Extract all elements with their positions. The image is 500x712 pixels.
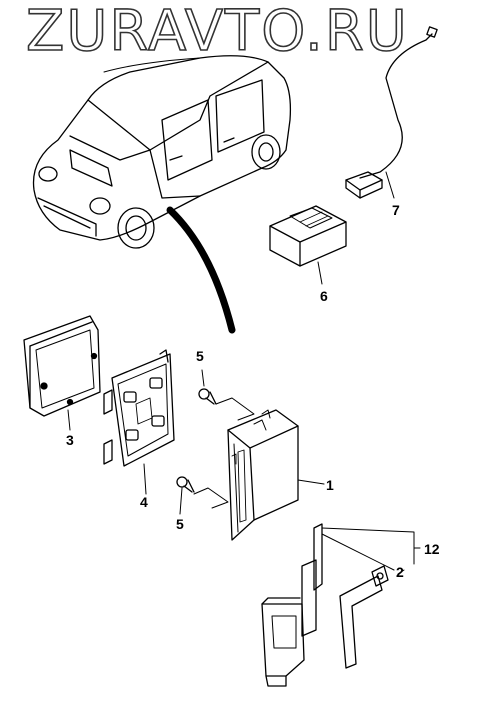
cable-run <box>166 206 236 334</box>
car-illustration <box>32 55 292 249</box>
part-12-bracket-assembly <box>261 523 389 687</box>
callout-leaders <box>67 171 421 575</box>
callout-5-lower: 5 <box>176 516 184 532</box>
part-6-module-box <box>269 205 347 267</box>
part-5-screw-upper <box>198 388 217 405</box>
screw-leader-lines <box>193 397 255 509</box>
part-5-screw-lower <box>176 476 195 493</box>
callout-6: 6 <box>320 288 328 304</box>
part-1-control-unit <box>227 409 299 541</box>
callout-12: 12 <box>424 541 440 557</box>
part-3-cover <box>23 315 101 417</box>
callout-2: 2 <box>396 564 404 580</box>
callout-4: 4 <box>140 494 148 510</box>
callout-3: 3 <box>66 432 74 448</box>
watermark-logo: ZURAVTO.RU <box>25 0 409 64</box>
callout-1: 1 <box>326 477 334 493</box>
callout-7: 7 <box>392 202 400 218</box>
part-4-bracket <box>103 349 175 467</box>
callout-5-upper: 5 <box>196 348 204 364</box>
part-7-antenna-cable <box>345 26 438 199</box>
